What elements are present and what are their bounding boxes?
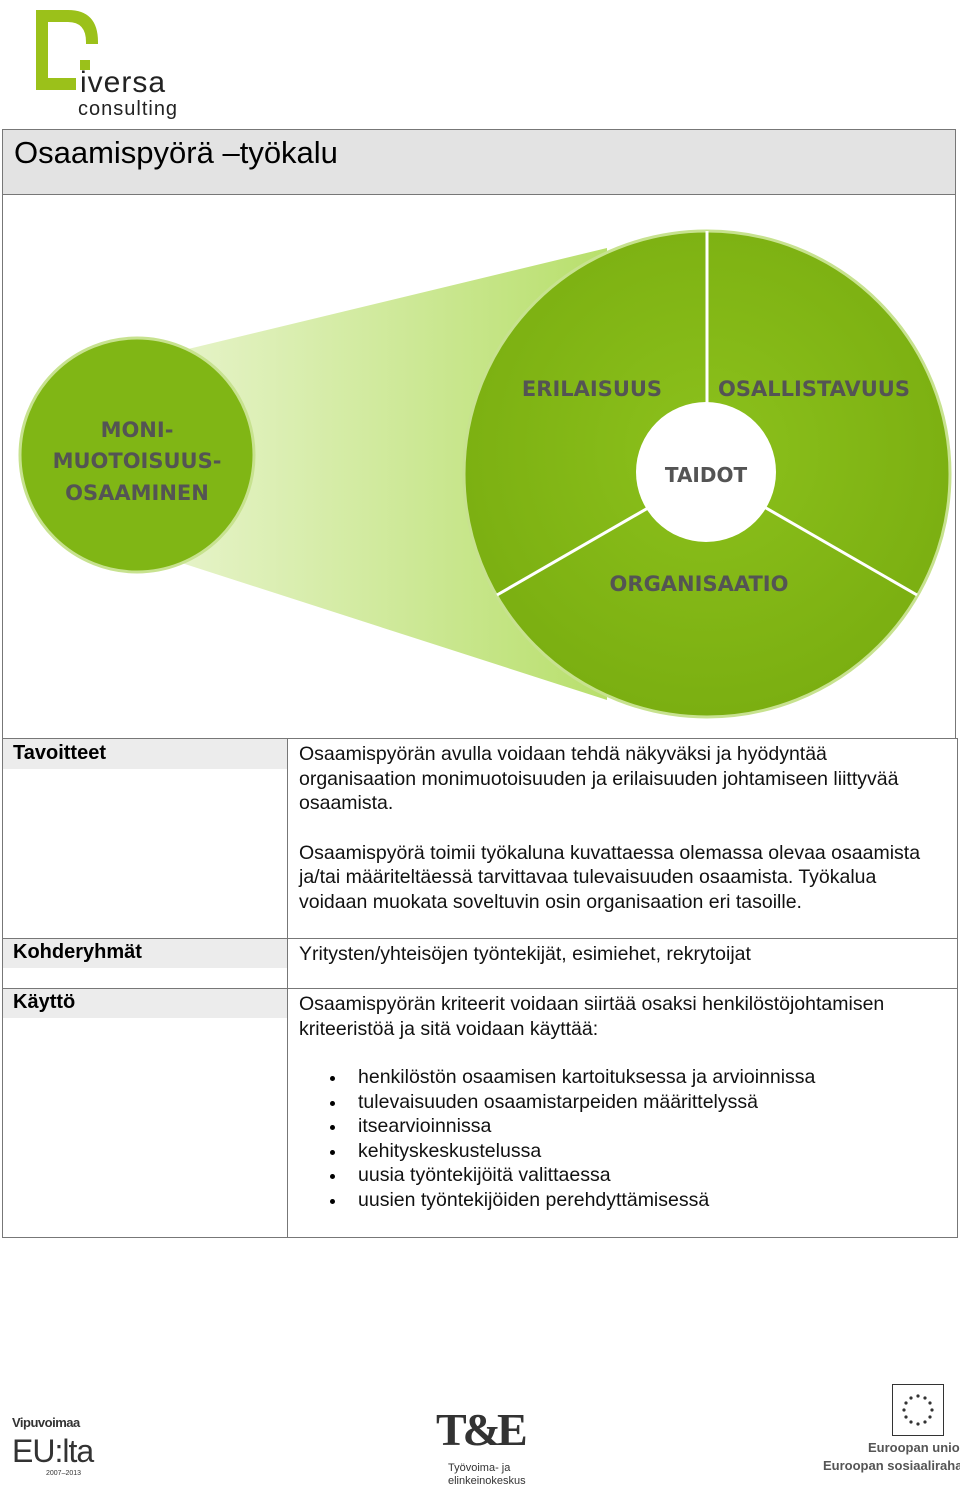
diversity-label-line3: OSAAMINEN (65, 481, 209, 505)
eu-flag-icon (892, 1384, 944, 1436)
segment-label-erilaisuus: ERILAISUUS (522, 377, 662, 401)
eu-line1: Euroopan unioni (868, 1440, 960, 1455)
kohderyhmat-text: Yritysten/yhteisöjen työntekijät, esimie… (299, 941, 947, 967)
tavoitteet-paragraph-2: Osaamispyörä toimii työkaluna kuvattaess… (299, 841, 947, 915)
info-table: Tavoitteet Osaamispyörän avulla voidaan … (2, 738, 958, 1238)
row-body-cell: Yritysten/yhteisöjen työntekijät, esimie… (288, 939, 958, 989)
row-header-cell: Kohderyhmät (3, 939, 288, 989)
row-body-cell: Osaamispyörän kriteerit voidaan siirtää … (288, 989, 958, 1238)
diversity-label-line2: MUOTOISUUS- (53, 449, 222, 473)
eu-line2: Euroopan sosiaalirahasto (823, 1458, 960, 1473)
row-header-tavoitteet: Tavoitteet (3, 739, 287, 769)
table-row-kaytto: Käyttö Osaamispyörän kriteerit voidaan s… (3, 989, 958, 1238)
te-line2: elinkeinokeskus (448, 1475, 532, 1488)
row-header-cell: Tavoitteet (3, 739, 288, 939)
row-header-kaytto: Käyttö (3, 989, 287, 1018)
row-header-kohderyhmat: Kohderyhmät (3, 939, 287, 968)
list-item: tulevaisuuden osaamistarpeiden määrittel… (358, 1090, 947, 1115)
list-item: uusia työntekijöitä valittaessa (358, 1163, 947, 1188)
list-item: itsearvioinnissa (358, 1114, 947, 1139)
kaytto-list: henkilöstön osaamisen kartoituksessa ja … (299, 1065, 947, 1212)
table-row-tavoitteet: Tavoitteet Osaamispyörän avulla voidaan … (3, 739, 958, 939)
list-item: henkilöstön osaamisen kartoituksessa ja … (358, 1065, 947, 1090)
diagram-panel: MONI- MUOTOISUUS- OSAAMINEN TAIDOT ERILA… (2, 195, 956, 738)
list-item: kehityskeskustelussa (358, 1139, 947, 1164)
vipu-line2: EU:lta (12, 1434, 82, 1468)
center-label: TAIDOT (665, 463, 748, 487)
te-line1: Työvoima- ja (448, 1462, 532, 1475)
table-row-kohderyhmat: Kohderyhmät Yritysten/yhteisöjen työntek… (3, 939, 958, 989)
list-item: uusien työntekijöiden perehdyttämisessä (358, 1188, 947, 1213)
kaytto-intro: Osaamispyörän kriteerit voidaan siirtää … (299, 991, 947, 1041)
row-header-cell: Käyttö (3, 989, 288, 1238)
vipu-years: 2007–2013 (46, 1470, 82, 1477)
te-mark: T&E (436, 1402, 532, 1458)
vipuvoimaa-eu-logo: Vipuvoimaa EU:lta 2007–2013 (12, 1415, 82, 1493)
vipu-line1: Vipuvoimaa (12, 1415, 82, 1430)
eu-esr-logo: Euroopan unioni Euroopan sosiaalirahasto (820, 1384, 960, 1479)
te-keskus-logo: T&E Työvoima- ja elinkeinokeskus (436, 1402, 532, 1494)
segment-label-osallistavuus: OSALLISTAVUUS (718, 377, 910, 401)
segment-label-organisaatio: ORGANISAATIO (610, 572, 789, 596)
competence-wheel-diagram: MONI- MUOTOISUUS- OSAAMINEN TAIDOT ERILA… (1, 0, 960, 740)
diversity-label-line1: MONI- (101, 418, 174, 442)
tavoitteet-paragraph-1: Osaamispyörän avulla voidaan tehdä näkyv… (299, 741, 947, 816)
row-body-cell: Osaamispyörän avulla voidaan tehdä näkyv… (288, 739, 958, 939)
